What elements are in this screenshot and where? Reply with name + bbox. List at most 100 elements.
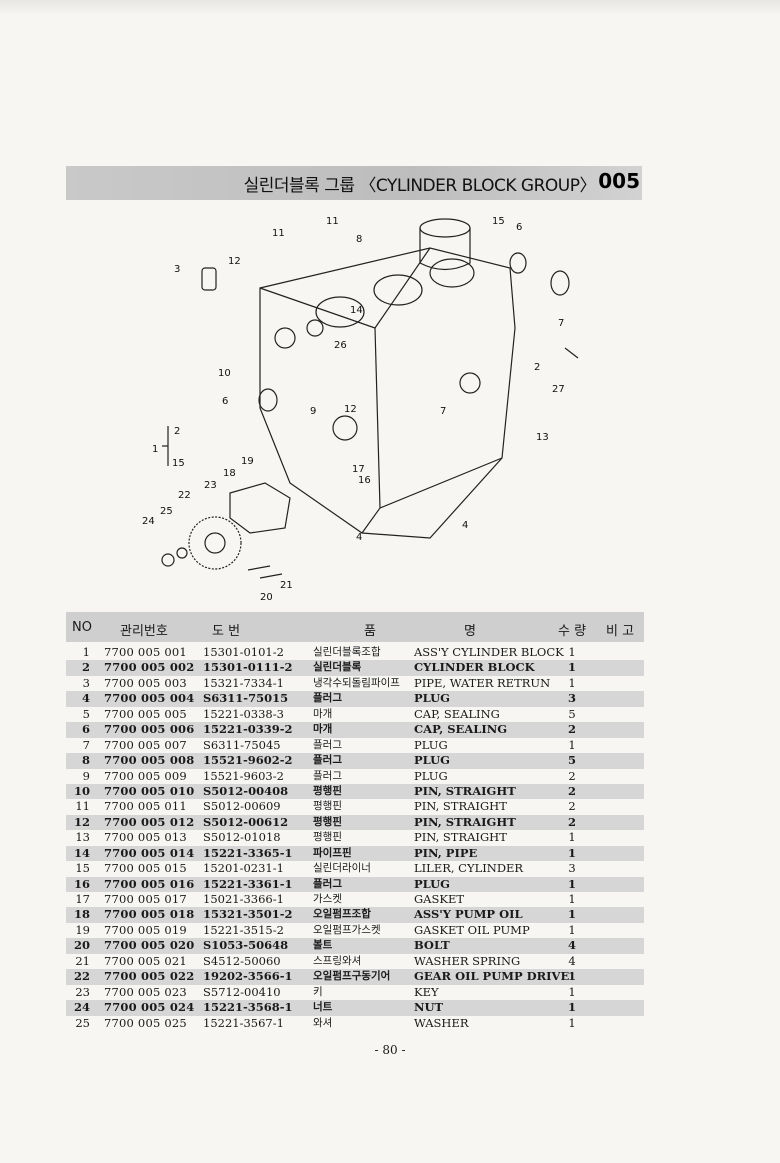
cell-dwg: 15221-3568-1 bbox=[203, 1000, 293, 1015]
cell-name-kr: 파이프핀 bbox=[313, 846, 352, 859]
exploded-diagram: 11 11 15 6 12 8 3 14 7 26 2 10 27 6 9 12… bbox=[142, 216, 579, 603]
callout-14: 14 bbox=[350, 305, 363, 316]
cell-name-kr: 너트 bbox=[313, 1001, 333, 1014]
cell-name-kr: 평행핀 bbox=[313, 831, 342, 844]
callout-20: 20 bbox=[260, 592, 273, 603]
cell-dwg: S4512-50060 bbox=[203, 953, 281, 968]
cell-qty: 1 bbox=[567, 969, 576, 984]
cell-qty: 1 bbox=[567, 845, 576, 860]
cell-no: 7 bbox=[82, 737, 90, 752]
section-banner: 실린더블록 그룹 〈CYLINDER BLOCK GROUP〉 005 bbox=[66, 166, 642, 200]
cell-qty: 4 bbox=[567, 938, 576, 953]
cell-qty: 1 bbox=[567, 1000, 576, 1015]
cell-no: 13 bbox=[75, 830, 90, 845]
cell-name-en: PIN, STRAIGHT bbox=[414, 799, 507, 814]
cell-name-en: PIN, STRAIGHT bbox=[414, 814, 516, 829]
cell-name-kr: 플러그 bbox=[313, 769, 342, 782]
cell-name-kr: 평행핀 bbox=[313, 800, 342, 813]
page-number: - 80 - bbox=[374, 1043, 406, 1057]
cell-mgmt: 7700 005 023 bbox=[104, 984, 187, 999]
cell-name-kr: 가스켓 bbox=[313, 893, 342, 905]
callout-11a: 11 bbox=[326, 216, 339, 227]
scan-edge bbox=[0, 0, 780, 14]
cell-no: 6 bbox=[81, 722, 90, 737]
cell-name-en: PLUG bbox=[414, 737, 448, 752]
cell-name-en: PLUG bbox=[414, 876, 450, 891]
cell-dwg: S5712-00410 bbox=[203, 984, 281, 999]
cell-mgmt: 7700 005 021 bbox=[104, 953, 187, 968]
bore-1 bbox=[315, 296, 365, 328]
section-title: 실린더블록 그룹 〈CYLINDER BLOCK GROUP〉 bbox=[243, 176, 597, 196]
cell-name-en: ASS'Y PUMP OIL bbox=[414, 907, 523, 922]
callout-10: 10 bbox=[218, 368, 231, 379]
cell-qty: 3 bbox=[568, 861, 576, 876]
cell-name-kr: 평행핀 bbox=[313, 815, 342, 828]
cell-qty: 1 bbox=[568, 922, 576, 937]
cell-name-en: PLUG bbox=[414, 768, 448, 783]
cell-mgmt: 7700 005 017 bbox=[104, 892, 187, 906]
cell-qty: 1 bbox=[568, 675, 576, 690]
cell-dwg: 19202-3566-1 bbox=[203, 969, 293, 984]
cell-name-en: NUT bbox=[414, 1000, 444, 1015]
cell-dwg: 15221-3365-1 bbox=[203, 845, 293, 860]
cell-name-kr: 플러그 bbox=[313, 738, 342, 751]
cell-no: 2 bbox=[81, 660, 90, 675]
cell-no: 9 bbox=[82, 768, 90, 783]
callout-7a: 7 bbox=[558, 318, 564, 329]
cell-name-en: LILER, CYLINDER bbox=[414, 861, 524, 876]
cell-dwg: 15321-3501-2 bbox=[203, 907, 293, 922]
washer bbox=[176, 547, 188, 559]
cell-qty: 1 bbox=[568, 892, 576, 906]
cell-name-en: BOLT bbox=[414, 938, 450, 953]
callout-19: 19 bbox=[241, 456, 254, 467]
cell-name-kr: 볼트 bbox=[313, 939, 333, 952]
cell-name-kr: 오일펌프가스켓 bbox=[313, 923, 381, 936]
cell-name-en: GEAR OIL PUMP DRIVE bbox=[414, 969, 570, 984]
cell-name-en: CAP, SEALING bbox=[414, 722, 508, 737]
col-dwg: 도 번 bbox=[212, 624, 241, 639]
cell-qty: 2 bbox=[567, 814, 576, 829]
cell-no: 25 bbox=[75, 1015, 90, 1030]
cell-no: 21 bbox=[75, 953, 90, 968]
cell-qty: 5 bbox=[567, 753, 576, 768]
cell-name-en: WASHER SPRING bbox=[414, 953, 521, 968]
cell-qty: 1 bbox=[568, 737, 576, 752]
cell-no: 12 bbox=[73, 814, 90, 829]
cell-name-en: GASKET OIL PUMP bbox=[414, 922, 530, 937]
callout-6b: 6 bbox=[222, 396, 228, 407]
callout-21: 21 bbox=[280, 580, 293, 591]
cell-qty: 1 bbox=[568, 645, 576, 659]
cell-no: 17 bbox=[75, 892, 90, 906]
cell-dwg: 15221-3567-1 bbox=[203, 1015, 284, 1030]
cell-qty: 1 bbox=[567, 660, 576, 675]
cell-mgmt: 7700 005 016 bbox=[104, 876, 195, 891]
cell-name-kr: 실린더블록조합 bbox=[313, 646, 381, 658]
cell-no: 8 bbox=[81, 753, 90, 768]
callout-15b: 15 bbox=[172, 458, 185, 469]
callout-11b: 11 bbox=[272, 228, 285, 239]
cell-name-kr: 실린더라이너 bbox=[313, 862, 371, 875]
cell-mgmt: 7700 005 003 bbox=[104, 675, 187, 690]
cell-no: 11 bbox=[75, 799, 90, 814]
callout-6a: 6 bbox=[516, 222, 522, 233]
section-code: 005 bbox=[598, 169, 640, 193]
cell-dwg: 15301-0111-2 bbox=[203, 660, 293, 675]
cell-qty: 2 bbox=[568, 768, 576, 783]
callout-17: 17 bbox=[352, 464, 365, 475]
liner bbox=[419, 228, 471, 271]
cell-no: 1 bbox=[82, 645, 90, 659]
cell-mgmt: 7700 005 018 bbox=[104, 907, 195, 922]
cell-name-en: PLUG bbox=[414, 691, 450, 706]
